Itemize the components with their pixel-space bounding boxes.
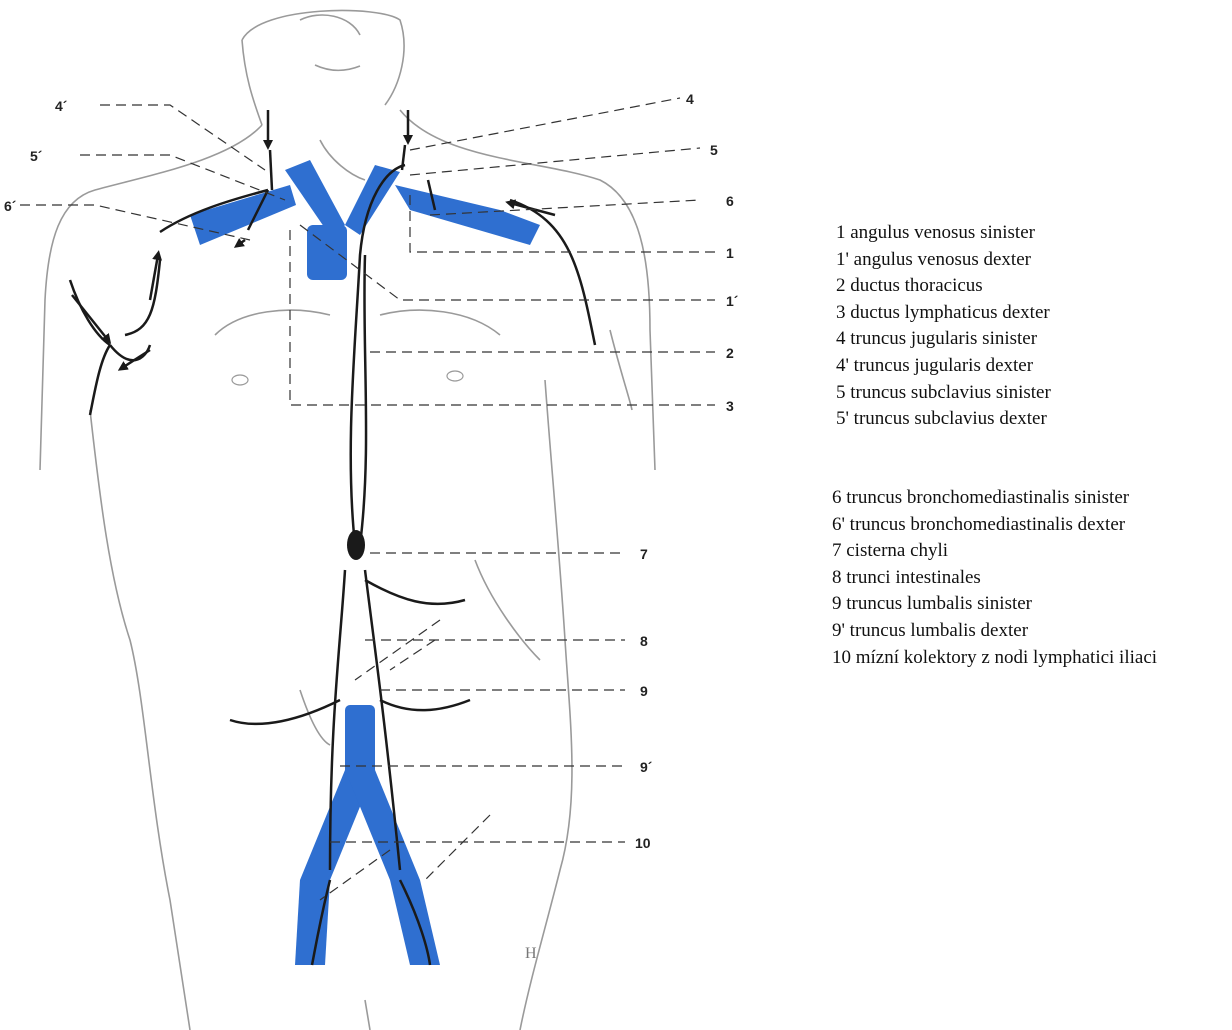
nipples — [232, 371, 463, 385]
cisterna-chyli-shape — [347, 530, 365, 560]
label-6-prime: 6´ — [4, 198, 17, 214]
legend-item: 10 mízní kolektory z nodi lymphatici ili… — [832, 645, 1157, 672]
legend-bottom: 6 truncus bronchomediastinalis sinister … — [832, 485, 1157, 671]
legend-item: 6 truncus bronchomediastinalis sinister — [832, 485, 1157, 512]
legend-item: 2 ductus thoracicus — [836, 273, 1051, 300]
legend-item: 8 trunci intestinales — [832, 565, 1157, 592]
label-8: 8 — [640, 633, 648, 649]
legend-item: 5 truncus subclavius sinister — [836, 380, 1051, 407]
label-9: 9 — [640, 683, 648, 699]
label-4: 4 — [686, 91, 694, 107]
legend-item: 4' truncus jugularis dexter — [836, 353, 1051, 380]
label-7: 7 — [640, 546, 648, 562]
label-5-prime: 5´ — [30, 148, 43, 164]
label-1: 1 — [726, 245, 734, 261]
legend-item: 4 truncus jugularis sinister — [836, 326, 1051, 353]
legend-item: 7 cisterna chyli — [832, 538, 1157, 565]
legend-item: 5' truncus subclavius dexter — [836, 406, 1051, 433]
artist-signature: H — [525, 945, 537, 962]
label-2: 2 — [726, 345, 734, 361]
label-1-prime: 1´ — [726, 293, 739, 309]
legend-item: 1 angulus venosus sinister — [836, 220, 1051, 247]
legend-item: 3 ductus lymphaticus dexter — [836, 300, 1051, 327]
lymphatic-system-illustration: 4´ 5´ 6´ 4 5 6 1 1´ 2 3 7 8 9 9´ 10 H — [0, 0, 780, 1030]
label-5: 5 — [710, 142, 718, 158]
legend-item: 9' truncus lumbalis dexter — [832, 618, 1157, 645]
legend-item: 1' angulus venosus dexter — [836, 247, 1051, 274]
label-6: 6 — [726, 193, 734, 209]
legend-item: 6' truncus bronchomediastinalis dexter — [832, 512, 1157, 539]
body-outline — [40, 10, 655, 1030]
legend-item: 9 truncus lumbalis sinister — [832, 591, 1157, 618]
label-9-prime: 9´ — [640, 759, 653, 775]
legend-top: 1 angulus venosus sinister 1' angulus ve… — [836, 220, 1051, 433]
label-3: 3 — [726, 398, 734, 414]
label-4-prime: 4´ — [55, 98, 68, 114]
label-10: 10 — [635, 835, 651, 851]
